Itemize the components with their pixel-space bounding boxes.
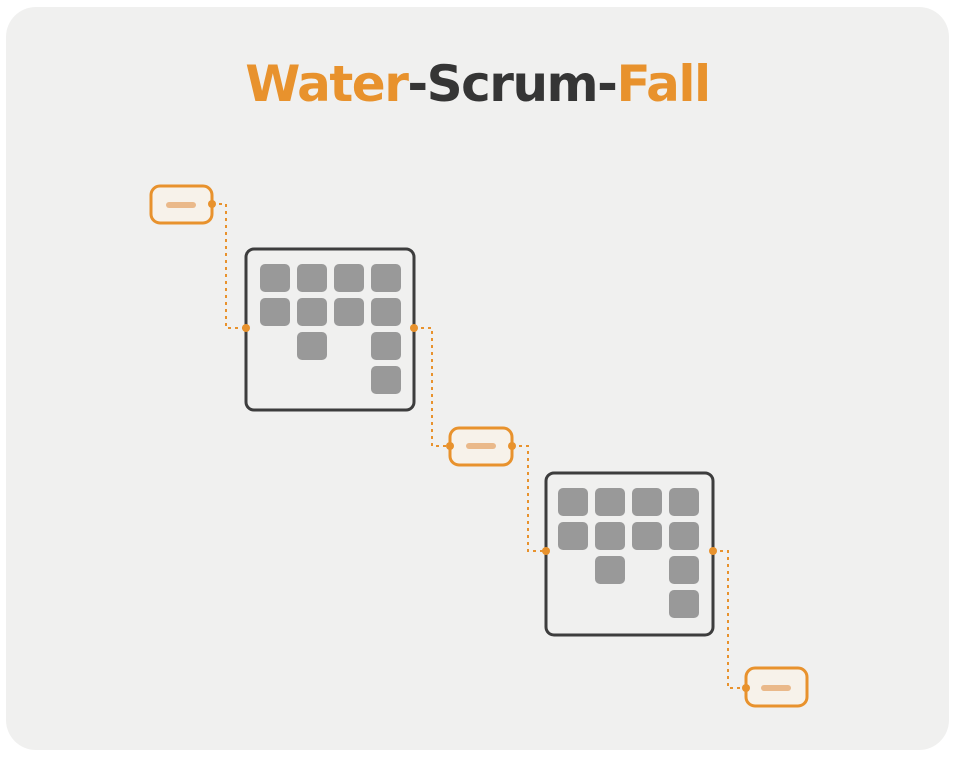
title-water: Water xyxy=(245,55,409,113)
waterfall-phase-2 xyxy=(446,426,516,467)
task-card-icon xyxy=(297,264,327,292)
task-card-icon xyxy=(595,488,625,516)
scrum-sprint-1 xyxy=(242,247,418,412)
task-card-icon xyxy=(632,488,662,516)
task-card-icon xyxy=(595,556,625,584)
connector-phase1-sprint1 xyxy=(212,203,246,329)
task-card-icon xyxy=(334,264,364,292)
title-separator-1: - xyxy=(407,55,428,113)
task-card-icon xyxy=(371,366,401,394)
task-card-icon xyxy=(632,522,662,550)
connector-phase2-sprint2 xyxy=(512,445,546,552)
waterfall-phase-1 xyxy=(149,184,216,225)
connectors xyxy=(212,203,746,689)
task-card-icon xyxy=(334,298,364,326)
connector-dot xyxy=(410,324,418,332)
diagram-card xyxy=(6,7,949,750)
connector-sprint2-phase3 xyxy=(713,550,746,689)
task-card-icon xyxy=(669,522,699,550)
phase-bar xyxy=(466,443,496,449)
connector-dot xyxy=(446,442,454,450)
task-card-icon xyxy=(558,522,588,550)
task-card-icon xyxy=(371,332,401,360)
scrum-sprint-2 xyxy=(542,471,717,637)
connector-sprint1-phase2 xyxy=(414,327,450,447)
title-scrum: Scrum xyxy=(426,55,599,113)
phase-bar xyxy=(166,202,196,208)
task-card-icon xyxy=(297,332,327,360)
title-separator-2: - xyxy=(597,55,618,113)
task-card-icon xyxy=(558,488,588,516)
task-card-icon xyxy=(260,298,290,326)
connector-dot xyxy=(709,547,717,555)
title-fall: Fall xyxy=(616,55,711,113)
task-card-icon xyxy=(595,522,625,550)
sprint-tasks xyxy=(260,264,401,394)
task-card-icon xyxy=(371,298,401,326)
task-card-icon xyxy=(669,488,699,516)
task-card-icon xyxy=(669,556,699,584)
task-card-icon xyxy=(371,264,401,292)
task-card-icon xyxy=(669,590,699,618)
connector-dot xyxy=(208,200,216,208)
task-card-icon xyxy=(297,298,327,326)
diagram-title: Water-Scrum-Fall xyxy=(0,54,955,114)
task-card-icon xyxy=(260,264,290,292)
waterfall-phase-3 xyxy=(742,666,809,708)
sprint-tasks xyxy=(558,488,699,618)
connector-dot xyxy=(242,324,250,332)
connector-dot xyxy=(542,547,550,555)
connector-dot xyxy=(742,684,750,692)
connector-dot xyxy=(508,442,516,450)
phase-bar xyxy=(761,685,791,691)
